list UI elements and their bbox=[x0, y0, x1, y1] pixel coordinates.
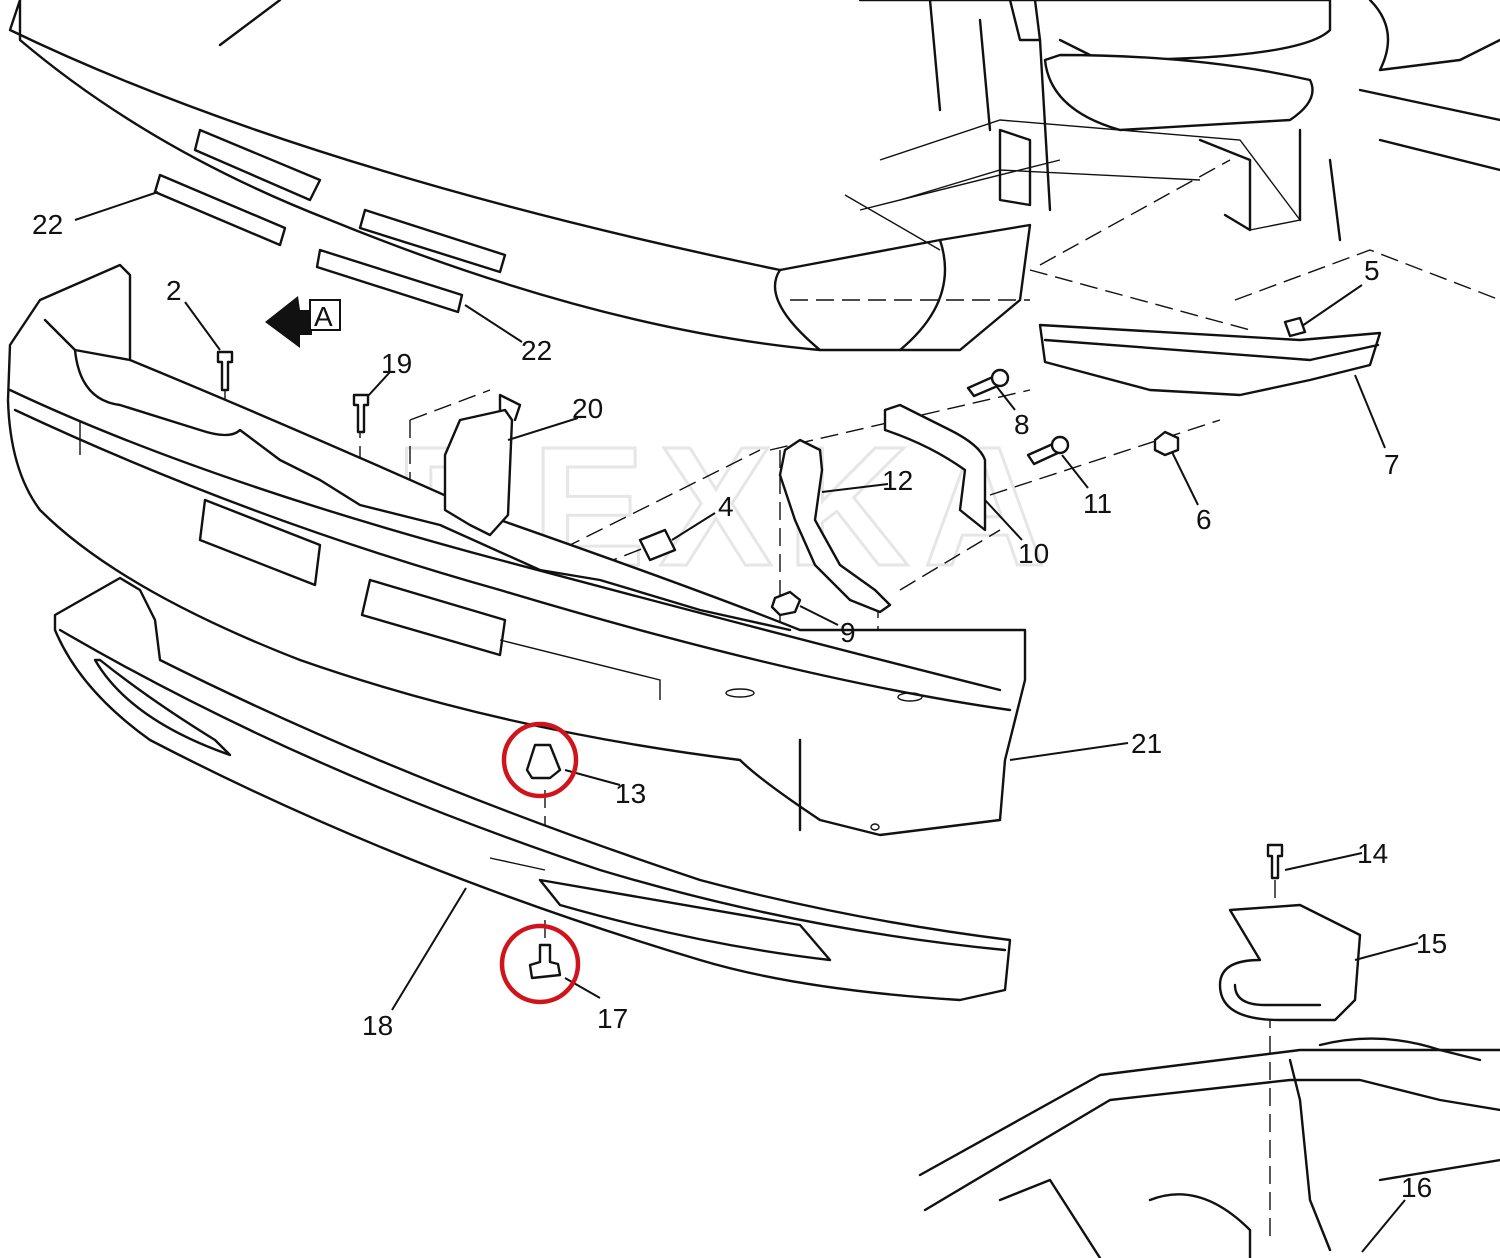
view-arrow-a: A bbox=[265, 296, 341, 348]
callout-15: 15 bbox=[1416, 928, 1447, 959]
callout-8: 8 bbox=[1014, 409, 1030, 440]
leader-lines bbox=[74, 191, 1419, 1253]
callout-10: 10 bbox=[1018, 538, 1049, 569]
callout-14: 14 bbox=[1357, 838, 1388, 869]
callout-11: 11 bbox=[1083, 488, 1112, 519]
callout-12: 12 bbox=[882, 465, 913, 496]
upper-fascia bbox=[8, 0, 1032, 352]
callout-9: 9 bbox=[840, 617, 856, 648]
callout-4: 4 bbox=[718, 491, 734, 522]
callout-20: 20 bbox=[572, 393, 603, 424]
frame-tow-hook bbox=[918, 903, 1500, 1258]
callout-16: 16 bbox=[1401, 1172, 1432, 1203]
callout-19: 19 bbox=[381, 348, 412, 379]
callout-17: 17 bbox=[597, 1003, 628, 1034]
svg-text:A: A bbox=[314, 301, 333, 332]
callout-6: 6 bbox=[1196, 504, 1212, 535]
callouts: 22 2 19 20 22 5 8 11 7 6 12 4 10 9 21 13… bbox=[32, 209, 1447, 1203]
callout-22: 22 bbox=[521, 335, 552, 366]
callout-21: 21 bbox=[1131, 728, 1162, 759]
trim-strips bbox=[153, 173, 464, 314]
callout-5: 5 bbox=[1364, 255, 1380, 286]
lower-air-deflector bbox=[53, 576, 1012, 1002]
callout-18: 18 bbox=[362, 1010, 393, 1041]
engine-frame-area bbox=[844, 0, 1500, 251]
highlight-circle-13 bbox=[501, 721, 579, 799]
callout-13: 13 bbox=[615, 778, 646, 809]
callout-22: 22 bbox=[32, 209, 63, 240]
callout-2: 2 bbox=[166, 275, 182, 306]
front-bumper bbox=[6, 263, 1027, 837]
highlight-circle-17 bbox=[499, 923, 581, 1005]
callout-7: 7 bbox=[1384, 449, 1400, 480]
fasteners bbox=[216, 316, 1382, 980]
